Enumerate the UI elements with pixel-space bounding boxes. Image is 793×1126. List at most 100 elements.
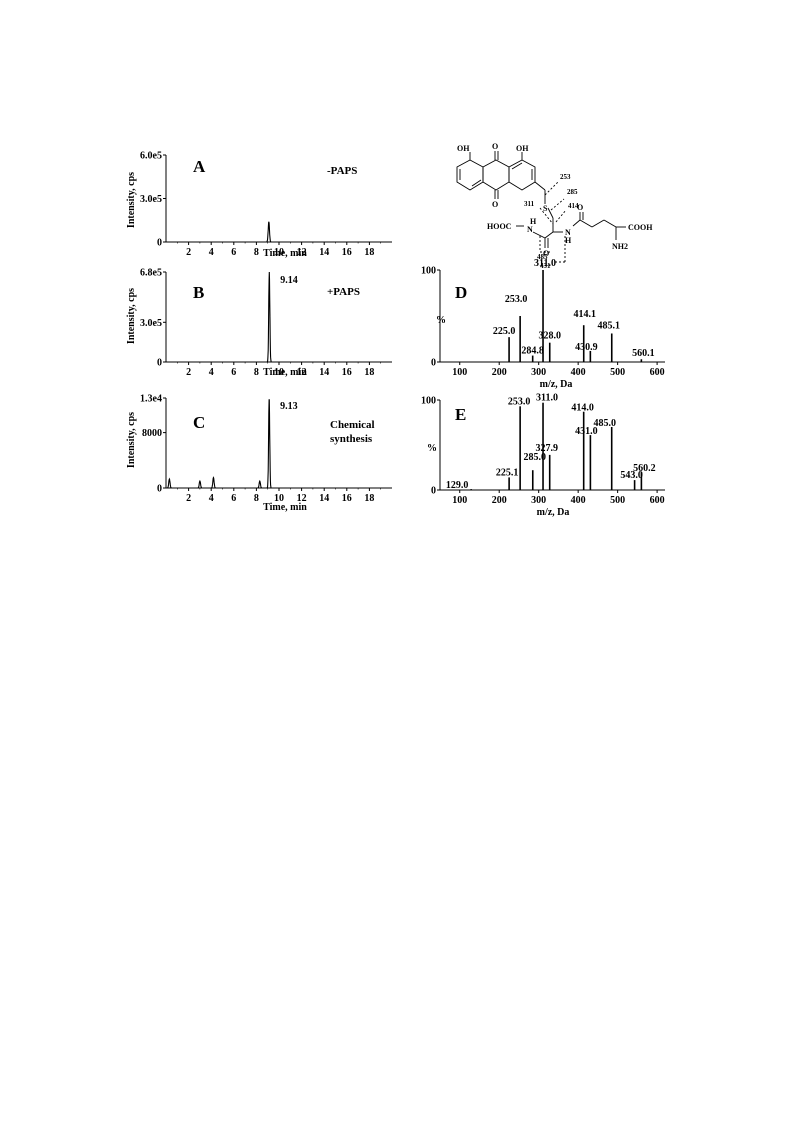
peak-label-c: 9.13 [280,401,298,412]
x-tick-label-e: 300 [531,495,546,506]
ms-peak-label-e: 327.9 [535,443,558,454]
ms-peak-label-e: 414.0 [571,403,594,414]
x-tick-label-c: 10 [274,493,284,504]
chromatogram-trace-a [166,222,392,242]
x-tick-label-b: 14 [319,367,329,378]
x-tick-label-b: 10 [274,367,284,378]
atom-oh-right: OH [516,144,529,153]
y-tick-label-b: 3.0e5 [140,318,162,329]
annotation-plus-paps: +PAPS [327,286,360,298]
x-tick-label-d: 100 [452,367,467,378]
x-tick-label-c: 4 [209,493,214,504]
y-axis-label-a: Intensity, cps [126,172,137,228]
y-tick-label-e: 100 [421,396,436,407]
x-tick-label-b: 18 [364,367,374,378]
x-tick-label-d: 400 [571,367,586,378]
ms-peak-label-d: 430.9 [575,342,598,353]
y-axis-label-d: % [436,315,446,326]
x-tick-label-c: 8 [254,493,259,504]
panel-label-e: E [455,405,466,424]
chromatogram-panel-c: C Chemical synthesis Intensity, cps Time… [126,394,392,514]
atom-cooh: COOH [628,223,653,232]
atom-o-top: O [492,142,498,151]
x-tick-label-b: 16 [342,367,352,378]
peak-label-b: 9.14 [280,275,298,286]
y-axis-label-c: Intensity, cps [126,412,137,468]
atom-n-left: N [527,225,533,234]
ms-peak-label-e: 311.0 [536,393,558,404]
y-tick-label-a: 6.0e5 [140,151,162,162]
x-tick-label-a: 4 [209,247,214,258]
x-tick-label-d: 600 [650,367,665,378]
left-ring [457,160,483,190]
ms-peak-label-d: 485.1 [598,320,621,331]
y-tick-label-c: 8000 [142,428,162,439]
x-tick-label-a: 12 [297,247,307,258]
annotation-synthesis: synthesis [330,433,373,445]
x-tick-label-e: 100 [452,495,467,506]
fragment-label-485: 485 [537,253,548,261]
x-tick-label-a: 16 [342,247,352,258]
atom-nh2: NH2 [612,242,628,251]
x-tick-label-c: 18 [364,493,374,504]
x-tick-label-a: 6 [231,247,236,258]
ms-peak-label-d: 253.0 [505,294,528,305]
y-tick-label-b: 6.8e5 [140,268,162,279]
x-tick-label-c: 2 [186,493,191,504]
fragment-label-414: 414 [568,202,579,210]
ms-peak-label-e: 129.0 [446,480,469,491]
right-ring-double-bond-2 [512,163,522,169]
x-tick-label-b: 6 [231,367,236,378]
x-tick-label-e: 500 [610,495,625,506]
left-ring-double-bond-2 [472,180,481,186]
y-tick-label-d: 0 [431,358,436,369]
y-tick-label-b: 0 [157,358,162,369]
y-tick-label-a: 0 [157,238,162,249]
atom-oh-left: OH [457,144,470,153]
panel-label-a: A [193,157,206,176]
x-axis-label-d: m/z, Da [540,379,573,390]
ms-peak-label-e: 225.1 [496,467,519,478]
y-axis-label-b: Intensity, cps [126,288,137,344]
x-tick-label-e: 400 [571,495,586,506]
ch2-bond [535,182,545,190]
atom-n-right: N [565,228,571,237]
x-tick-label-a: 10 [274,247,284,258]
y-tick-label-c: 1.3e4 [140,394,162,405]
x-tick-label-b: 8 [254,367,259,378]
x-tick-label-c: 14 [319,493,329,504]
x-tick-label-a: 8 [254,247,259,258]
x-tick-label-a: 2 [186,247,191,258]
right-ring [509,160,535,190]
annotation-chemical: Chemical [330,419,375,431]
atom-o-bottom: O [492,200,498,209]
x-tick-label-b: 12 [297,367,307,378]
y-axis-label-e: % [427,443,437,454]
y-tick-label-a: 3.0e5 [140,194,162,205]
atom-s: S [543,204,548,213]
x-tick-label-b: 2 [186,367,191,378]
ms-peak-label-d: 225.0 [493,326,516,337]
fragment-arrow-253 [545,182,558,195]
x-axis-label-e: m/z, Da [537,507,570,518]
x-tick-label-c: 6 [231,493,236,504]
chemical-structure [457,151,626,262]
x-tick-label-d: 200 [492,367,507,378]
ms-peak-label-e: 485.0 [593,418,616,429]
middle-ring [483,160,509,190]
ms-peak-label-e: 560.2 [633,463,656,474]
x-tick-label-d: 500 [610,367,625,378]
x-tick-label-a: 18 [364,247,374,258]
x-tick-label-b: 4 [209,367,214,378]
fragment-arrow-285 [551,199,564,210]
ms-peak-label-d: 414.1 [573,309,596,320]
fragment-label-431: 431 [540,262,551,270]
chromatogram-panel-a: A -PAPS Intensity, cps Time, min 03.0e56… [126,151,392,260]
ms-peak-label-d: 328.0 [538,331,561,342]
panel-label-b: B [193,283,204,302]
ms-peak-label-d: 284.8 [521,346,544,357]
fragment-label-311: 311 [524,200,535,208]
